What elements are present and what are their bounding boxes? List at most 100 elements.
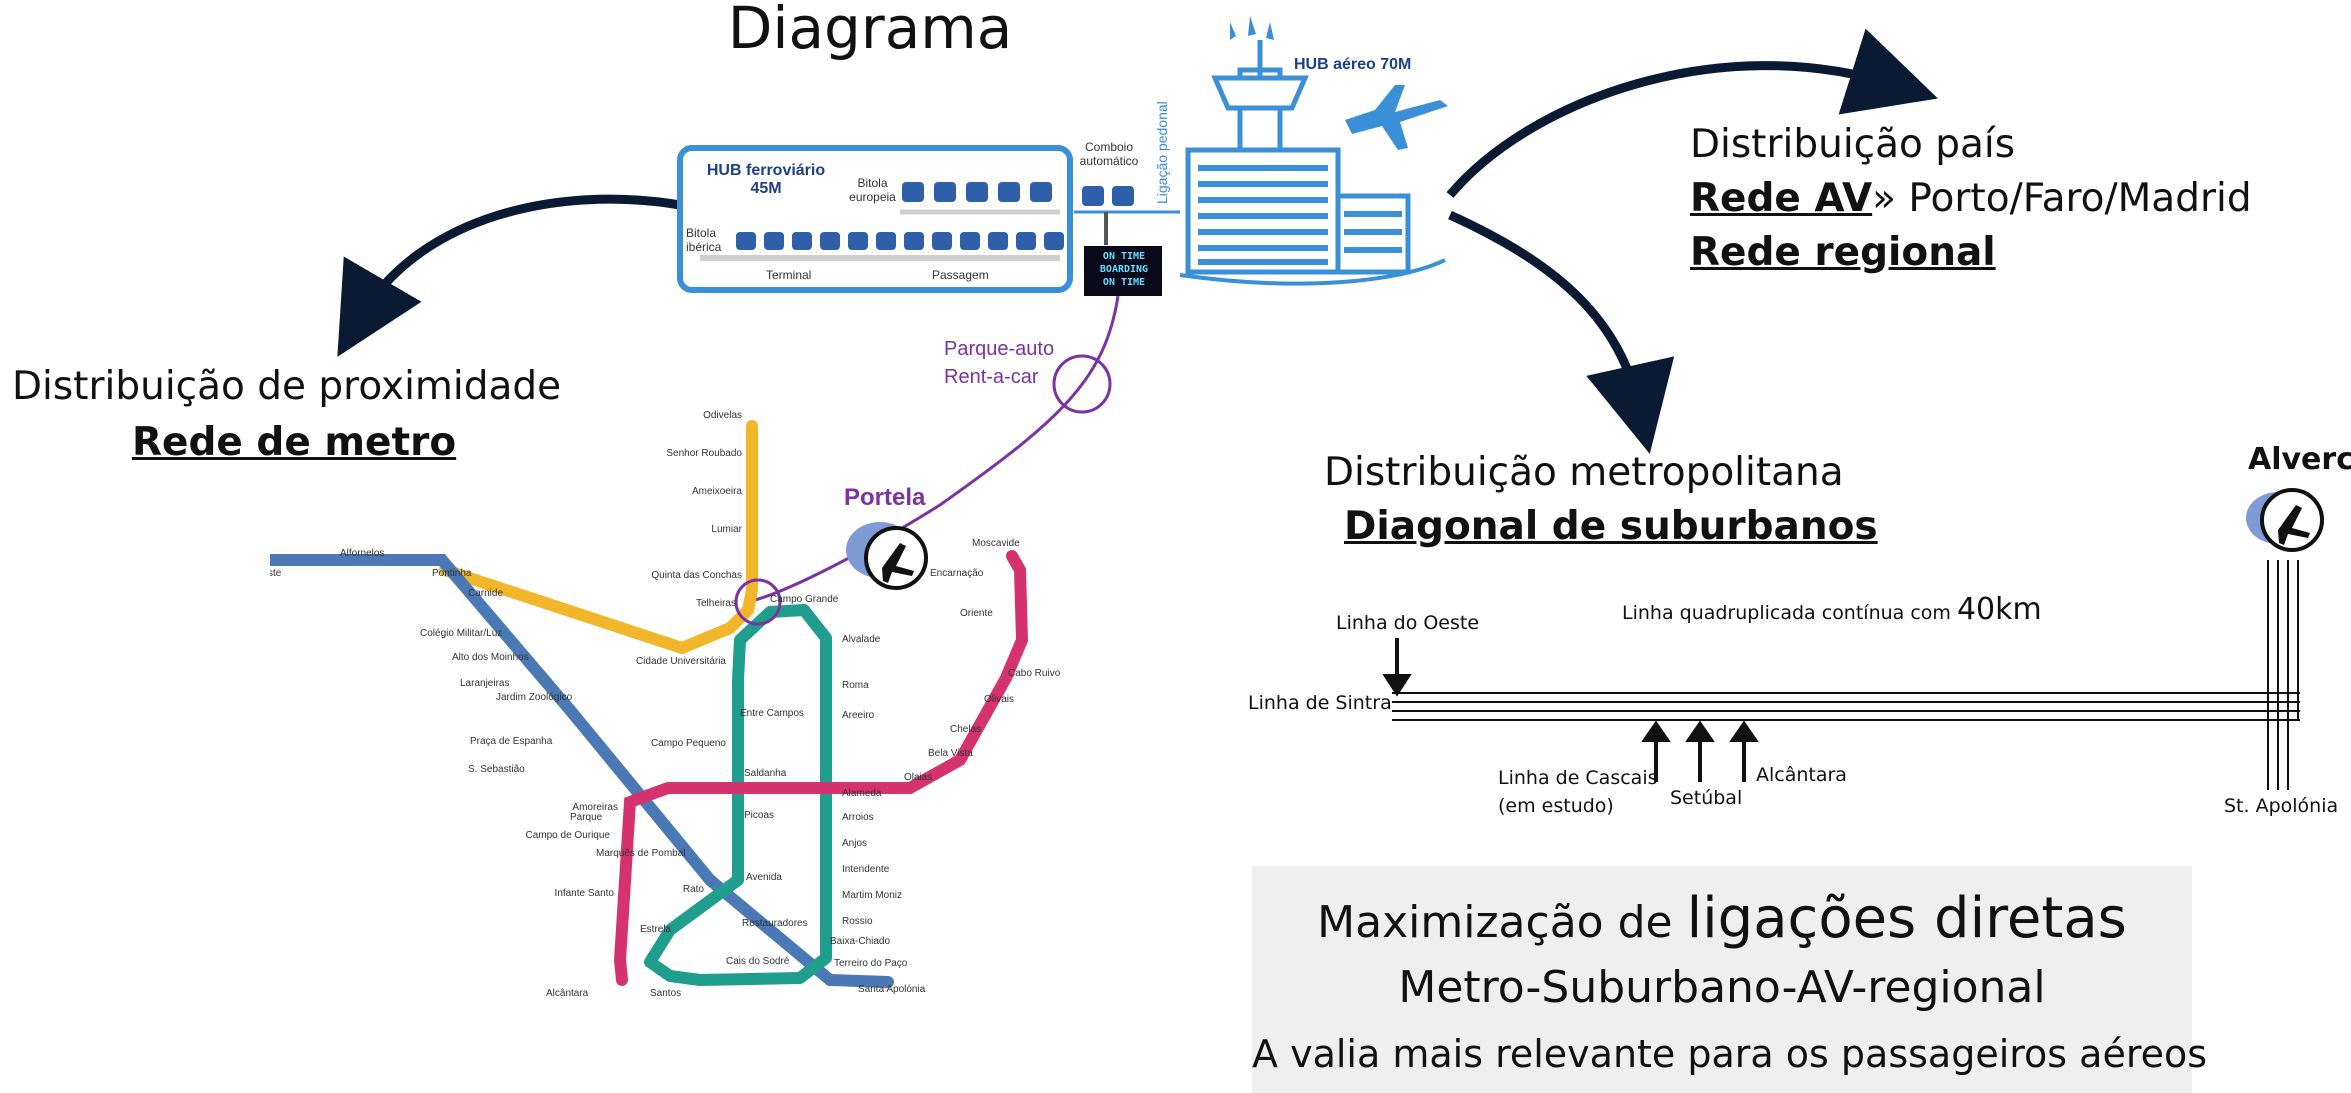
station-label: Arroios — [842, 812, 874, 823]
station-label: Encarnação — [930, 568, 984, 579]
cascais-label: Linha de Cascais (em estudo) — [1498, 764, 1658, 820]
metro-area-heading: Distribuição metropolitana — [1324, 450, 1844, 495]
station-label: Terreiro do Paço — [834, 958, 908, 969]
summary-line-1: Maximização de ligações diretas — [1252, 886, 2192, 951]
terminal-label: Terminal — [766, 268, 812, 282]
rede-regional-label: Rede regional — [1690, 230, 1996, 275]
board-line-1: ON TIME — [1102, 251, 1146, 262]
station-label: Infante Santo — [555, 888, 615, 899]
automatic-train-icon — [1082, 186, 1134, 206]
alcantara-label: Alcântara — [1756, 764, 1847, 786]
departure-board — [1084, 246, 1162, 296]
station-label: Santos — [650, 988, 681, 999]
station-label: Cidade Universitária — [636, 656, 726, 667]
proximity-sub: Rede de metro — [132, 420, 457, 465]
station-label: Roma — [842, 680, 869, 691]
rail-hub-title: HUB ferroviário — [706, 162, 826, 179]
ligacao-pedonal-label: Ligação pedonal — [1154, 101, 1170, 204]
proximity-heading: Distribuição de proximidade — [12, 364, 562, 409]
alverca-label: Alverca — [2248, 442, 2351, 477]
portela-airport-icon — [846, 522, 928, 590]
parking-label: Parque-auto Rent-a-car — [944, 335, 1054, 391]
quad-text: Linha quadruplicada contínua com — [1622, 602, 1957, 624]
station-label: Lumiar — [711, 524, 742, 535]
board-line-2: BOARDING — [1099, 264, 1149, 275]
station-label: Campo Grande — [770, 594, 839, 605]
board-line-3: ON TIME — [1102, 277, 1146, 288]
station-label: Praça de Espanha — [470, 736, 553, 747]
station-label: Alameda — [842, 788, 882, 799]
station-label: Laranjeiras — [460, 678, 509, 689]
page-title: Diagrama — [727, 0, 1013, 62]
station-label: Carnide — [468, 588, 503, 599]
station-label: Odivelas — [703, 410, 742, 421]
station-label: Cais do Sodré — [726, 956, 790, 967]
suburban-diagram — [1392, 560, 2300, 790]
apolonia-label: St. Apolónia — [2224, 795, 2339, 817]
station-label: S. Sebastião — [468, 764, 525, 775]
cascais-line-1: Linha de Cascais — [1498, 767, 1658, 789]
station-label: Campo Pequeno — [651, 738, 726, 749]
station-label: Senhor Roubado — [666, 448, 742, 459]
station-label: Picoas — [744, 810, 774, 821]
air-hub-graphic — [1179, 16, 1446, 286]
alverca-airport-icon — [2246, 488, 2324, 552]
station-label: Alcântara — [546, 988, 589, 999]
station-label: Campo de Ourique — [526, 830, 611, 841]
station-label: Anjos — [842, 838, 867, 849]
station-label: Rossio — [842, 916, 873, 927]
station-label: Amadora Este — [270, 568, 282, 579]
quad-km: 40km — [1956, 592, 2042, 627]
station-label: Intendente — [842, 864, 890, 875]
rail-hub-capacity: 45M — [750, 180, 782, 197]
setubal-label: Setúbal — [1670, 787, 1743, 809]
summary-line-3: A valia mais relevante para os passageir… — [1252, 1032, 2208, 1076]
station-label: Colégio Militar/Luz — [420, 628, 502, 639]
station-label: Olivais — [984, 694, 1014, 705]
station-label: Rato — [683, 884, 705, 895]
station-label: Alto dos Moinhos — [452, 652, 529, 663]
station-label: Restauradores — [742, 918, 808, 929]
station-label: Parque — [570, 812, 603, 823]
station-label: Olaias — [904, 772, 932, 783]
bitola-iberica-label: Bitola ibérica — [686, 226, 722, 254]
metro-line-yellow — [439, 420, 758, 655]
bitola-europeia-label: Bitola europeia — [849, 176, 896, 204]
station-label: Cabo Ruivo — [1008, 668, 1061, 679]
parking-node — [1052, 354, 1112, 414]
arrow-to-metro-area — [1448, 210, 1675, 454]
linha-oeste-label: Linha do Oeste — [1336, 612, 1480, 634]
station-label: Alfornelos — [340, 548, 384, 559]
metro-line-red — [613, 550, 1029, 986]
cascais-line-2: (em estudo) — [1498, 795, 1614, 817]
station-label: Entre Campos — [740, 708, 804, 719]
station-label: Pontinha — [432, 568, 472, 579]
rail-hub-graphic — [677, 145, 1073, 293]
summary-line-1a: Maximização de — [1317, 897, 1687, 948]
station-label: Estrela — [640, 924, 672, 935]
air-hub-title: HUB aéreo 70M — [1294, 56, 1412, 73]
station-label: Marquês de Pombal — [596, 848, 686, 859]
station-label: Amoreiras — [572, 802, 618, 813]
metro-line-green — [644, 604, 832, 986]
station-label: Ameixoeira — [692, 486, 742, 497]
station-label: Baixa-Chiado — [830, 936, 890, 947]
rede-av-destinations: » Porto/Faro/Madrid — [1872, 176, 2252, 221]
arrow-to-proximity — [337, 194, 681, 357]
summary-box: Maximização de ligações diretas Metro-Su… — [1252, 866, 2208, 1093]
rail-hub-title-block: HUB ferroviário 45M — [696, 162, 836, 198]
rede-av-label: Rede AV — [1690, 176, 1873, 221]
linha-sintra-label: Linha de Sintra — [1248, 692, 1392, 714]
station-label: Quinta das Conchas — [651, 570, 742, 581]
station-label: Chelas — [950, 724, 981, 735]
country-heading: Distribuição país — [1690, 122, 2016, 167]
quad-row: Linha quadruplicada contínua com 40km — [1622, 592, 2042, 627]
rede-av-row: Rede AV» Porto/Faro/Madrid — [1690, 176, 2252, 221]
summary-line-2: Metro-Suburbano-AV-regional — [1398, 962, 2046, 1013]
station-label: Oriente — [960, 608, 993, 619]
station-label: Moscavide — [972, 538, 1020, 549]
arrow-to-country — [1446, 28, 1938, 198]
station-label: Telheiras — [696, 598, 736, 609]
station-label: Avenida — [746, 872, 782, 883]
